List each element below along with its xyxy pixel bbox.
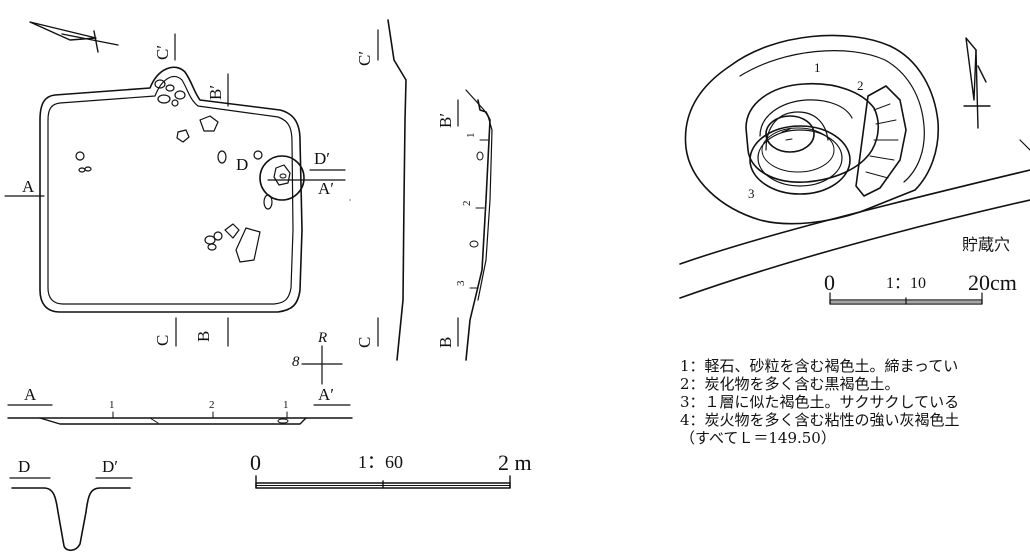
section-a-profile (7, 404, 353, 425)
section-lines (4, 33, 351, 347)
grid-label-1b-a: 1 (283, 399, 289, 411)
legend-line-3: 3：１層に似た褐色土。サクサクしている (680, 393, 960, 411)
storage-layer-3: 3 (748, 186, 755, 201)
section-label-d-profile: D (18, 457, 30, 476)
section-label-c-bottom: C (153, 335, 172, 346)
grid-marker-r: R (317, 330, 327, 346)
grid-label-2-a: 2 (209, 399, 215, 411)
dwelling-inner-wall (47, 75, 294, 305)
soil-legend: 1：軽石、砂粒を含む褐色土。締まってい 2：炭化物を多く含む黒褐色土。 3：１層… (680, 357, 1030, 447)
dwelling-plan (4, 21, 351, 347)
stone-cluster (75, 79, 273, 263)
grid-label-1-profile: 1 (465, 133, 477, 139)
section-d-profile (9, 477, 133, 552)
storage-north-arrow-icon (963, 37, 991, 129)
scale-bar-10 (829, 292, 983, 305)
section-label-b-profile: B (436, 337, 455, 348)
scale-60-ratio: 1：60 (358, 452, 403, 472)
section-label-b-prime-top: B′ (206, 85, 225, 100)
north-arrow-icon (29, 21, 119, 53)
section-label-c-prime-profile: C′ (355, 51, 374, 66)
scale-10-end: 20cm (968, 270, 1017, 295)
section-label-a-profile: A (24, 385, 37, 404)
section-label-a-prime-profile: A′ (318, 385, 334, 404)
storage-pit-drawing (679, 34, 1030, 299)
legend-line-5: （すべてＬ＝149.50） (680, 429, 836, 447)
storage-pit-title: 貯蔵穴 (962, 235, 1010, 254)
grid-marker-8: 8 (292, 354, 300, 370)
section-label-a-prime: A′ (318, 179, 334, 198)
scale-60-end: 2 m (498, 450, 532, 475)
legend-line-1: 1：軽石、砂粒を含む褐色土。締まってい (680, 357, 959, 375)
section-label-b-prime-profile: B′ (436, 113, 455, 128)
section-label-c-prime-top: C′ (153, 45, 172, 60)
section-label-d-prime-profile: D′ (102, 457, 118, 476)
grid-label-2-profile: 2 (461, 201, 473, 207)
scale-60-zero: 0 (250, 450, 261, 475)
section-label-c-profile: C (355, 337, 374, 348)
scale-10-zero: 0 (824, 270, 835, 295)
hearth-pit (259, 155, 305, 201)
dwelling-outline (39, 66, 303, 313)
storage-layer-2: 2 (857, 78, 864, 93)
section-label-d-prime: D′ (314, 149, 330, 168)
grid-label-1-a: 1 (109, 399, 115, 411)
grid-label-3-profile: 3 (455, 280, 467, 286)
scale-bar-60 (255, 475, 511, 489)
section-label-a: A (22, 177, 35, 196)
legend-line-4: 4：炭火物を多く含む粘性の強い灰褐色土 (680, 411, 960, 429)
grid-point-marker (301, 345, 343, 385)
legend-line-2: 2：炭化物を多く含む黒褐色土。 (680, 375, 900, 393)
scale-10-ratio: 1：10 (886, 275, 926, 292)
section-label-b-bottom: B (194, 331, 213, 342)
section-profiles (377, 19, 493, 361)
section-label-d: D (236, 155, 248, 174)
storage-layer-1: 1 (814, 60, 821, 75)
